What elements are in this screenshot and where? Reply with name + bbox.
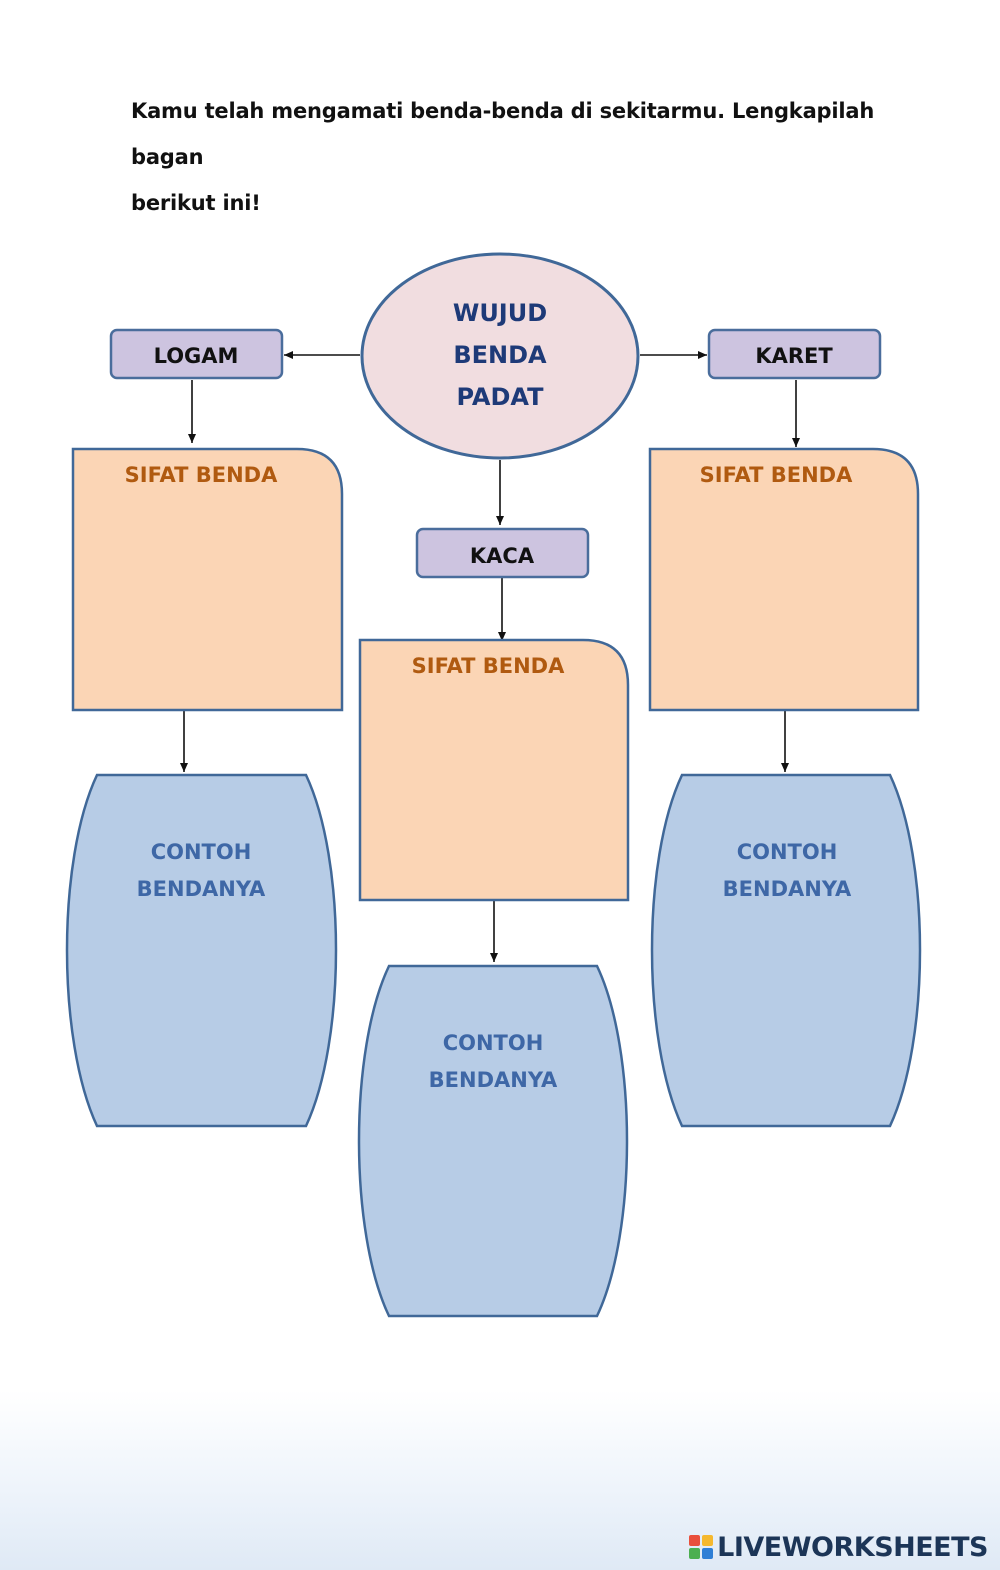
brand-text: LIVEWORKSHEETS [717, 1531, 988, 1563]
contoh-box-right: CONTOH BENDANYA [650, 773, 922, 1128]
sifat-label-left: SIFAT BENDA [125, 463, 278, 487]
material-box-karet: KARET [707, 328, 882, 380]
sifat-box-right: SIFAT BENDA [648, 447, 920, 712]
material-box-logam: LOGAM [109, 328, 284, 380]
center-line-2: BENDA [453, 341, 547, 369]
instruction-text: Kamu telah mengamati benda-benda di seki… [131, 88, 931, 226]
contoh-box-middle: CONTOH BENDANYA [357, 964, 629, 1318]
contoh-label-right-line-2: BENDANYA [723, 877, 852, 901]
contoh-label-right-line-1: CONTOH [737, 840, 838, 864]
instruction-line-1: Kamu telah mengamati benda-benda di seki… [131, 99, 875, 169]
contoh-box-left: CONTOH BENDANYA [65, 773, 338, 1128]
material-label-kaca: KACA [470, 544, 535, 568]
center-line-1: WUJUD [453, 299, 547, 327]
material-label-karet: KARET [755, 344, 833, 368]
contoh-label-left-line-2: BENDANYA [137, 877, 266, 901]
center-line-3: PADAT [457, 383, 545, 411]
sifat-box-middle: SIFAT BENDA [358, 638, 630, 902]
contoh-label-left-line-1: CONTOH [151, 840, 252, 864]
material-label-logam: LOGAM [154, 344, 239, 368]
center-ellipse [360, 252, 640, 460]
page-bottom-background [0, 1390, 1000, 1570]
material-box-kaca: KACA [415, 527, 590, 579]
brand-icon [689, 1535, 714, 1559]
center-node: WUJUD BENDA PADAT [360, 252, 640, 460]
sifat-label-middle: SIFAT BENDA [412, 654, 565, 678]
connectors [180, 351, 800, 962]
sifat-box-left: SIFAT BENDA [71, 447, 344, 712]
instruction-line-2: berikut ini! [131, 191, 261, 215]
contoh-label-middle-line-2: BENDANYA [429, 1068, 558, 1092]
liveworksheets-logo[interactable]: LIVEWORKSHEETS [689, 1530, 988, 1564]
sifat-label-right: SIFAT BENDA [700, 463, 853, 487]
contoh-label-middle-line-1: CONTOH [443, 1031, 544, 1055]
